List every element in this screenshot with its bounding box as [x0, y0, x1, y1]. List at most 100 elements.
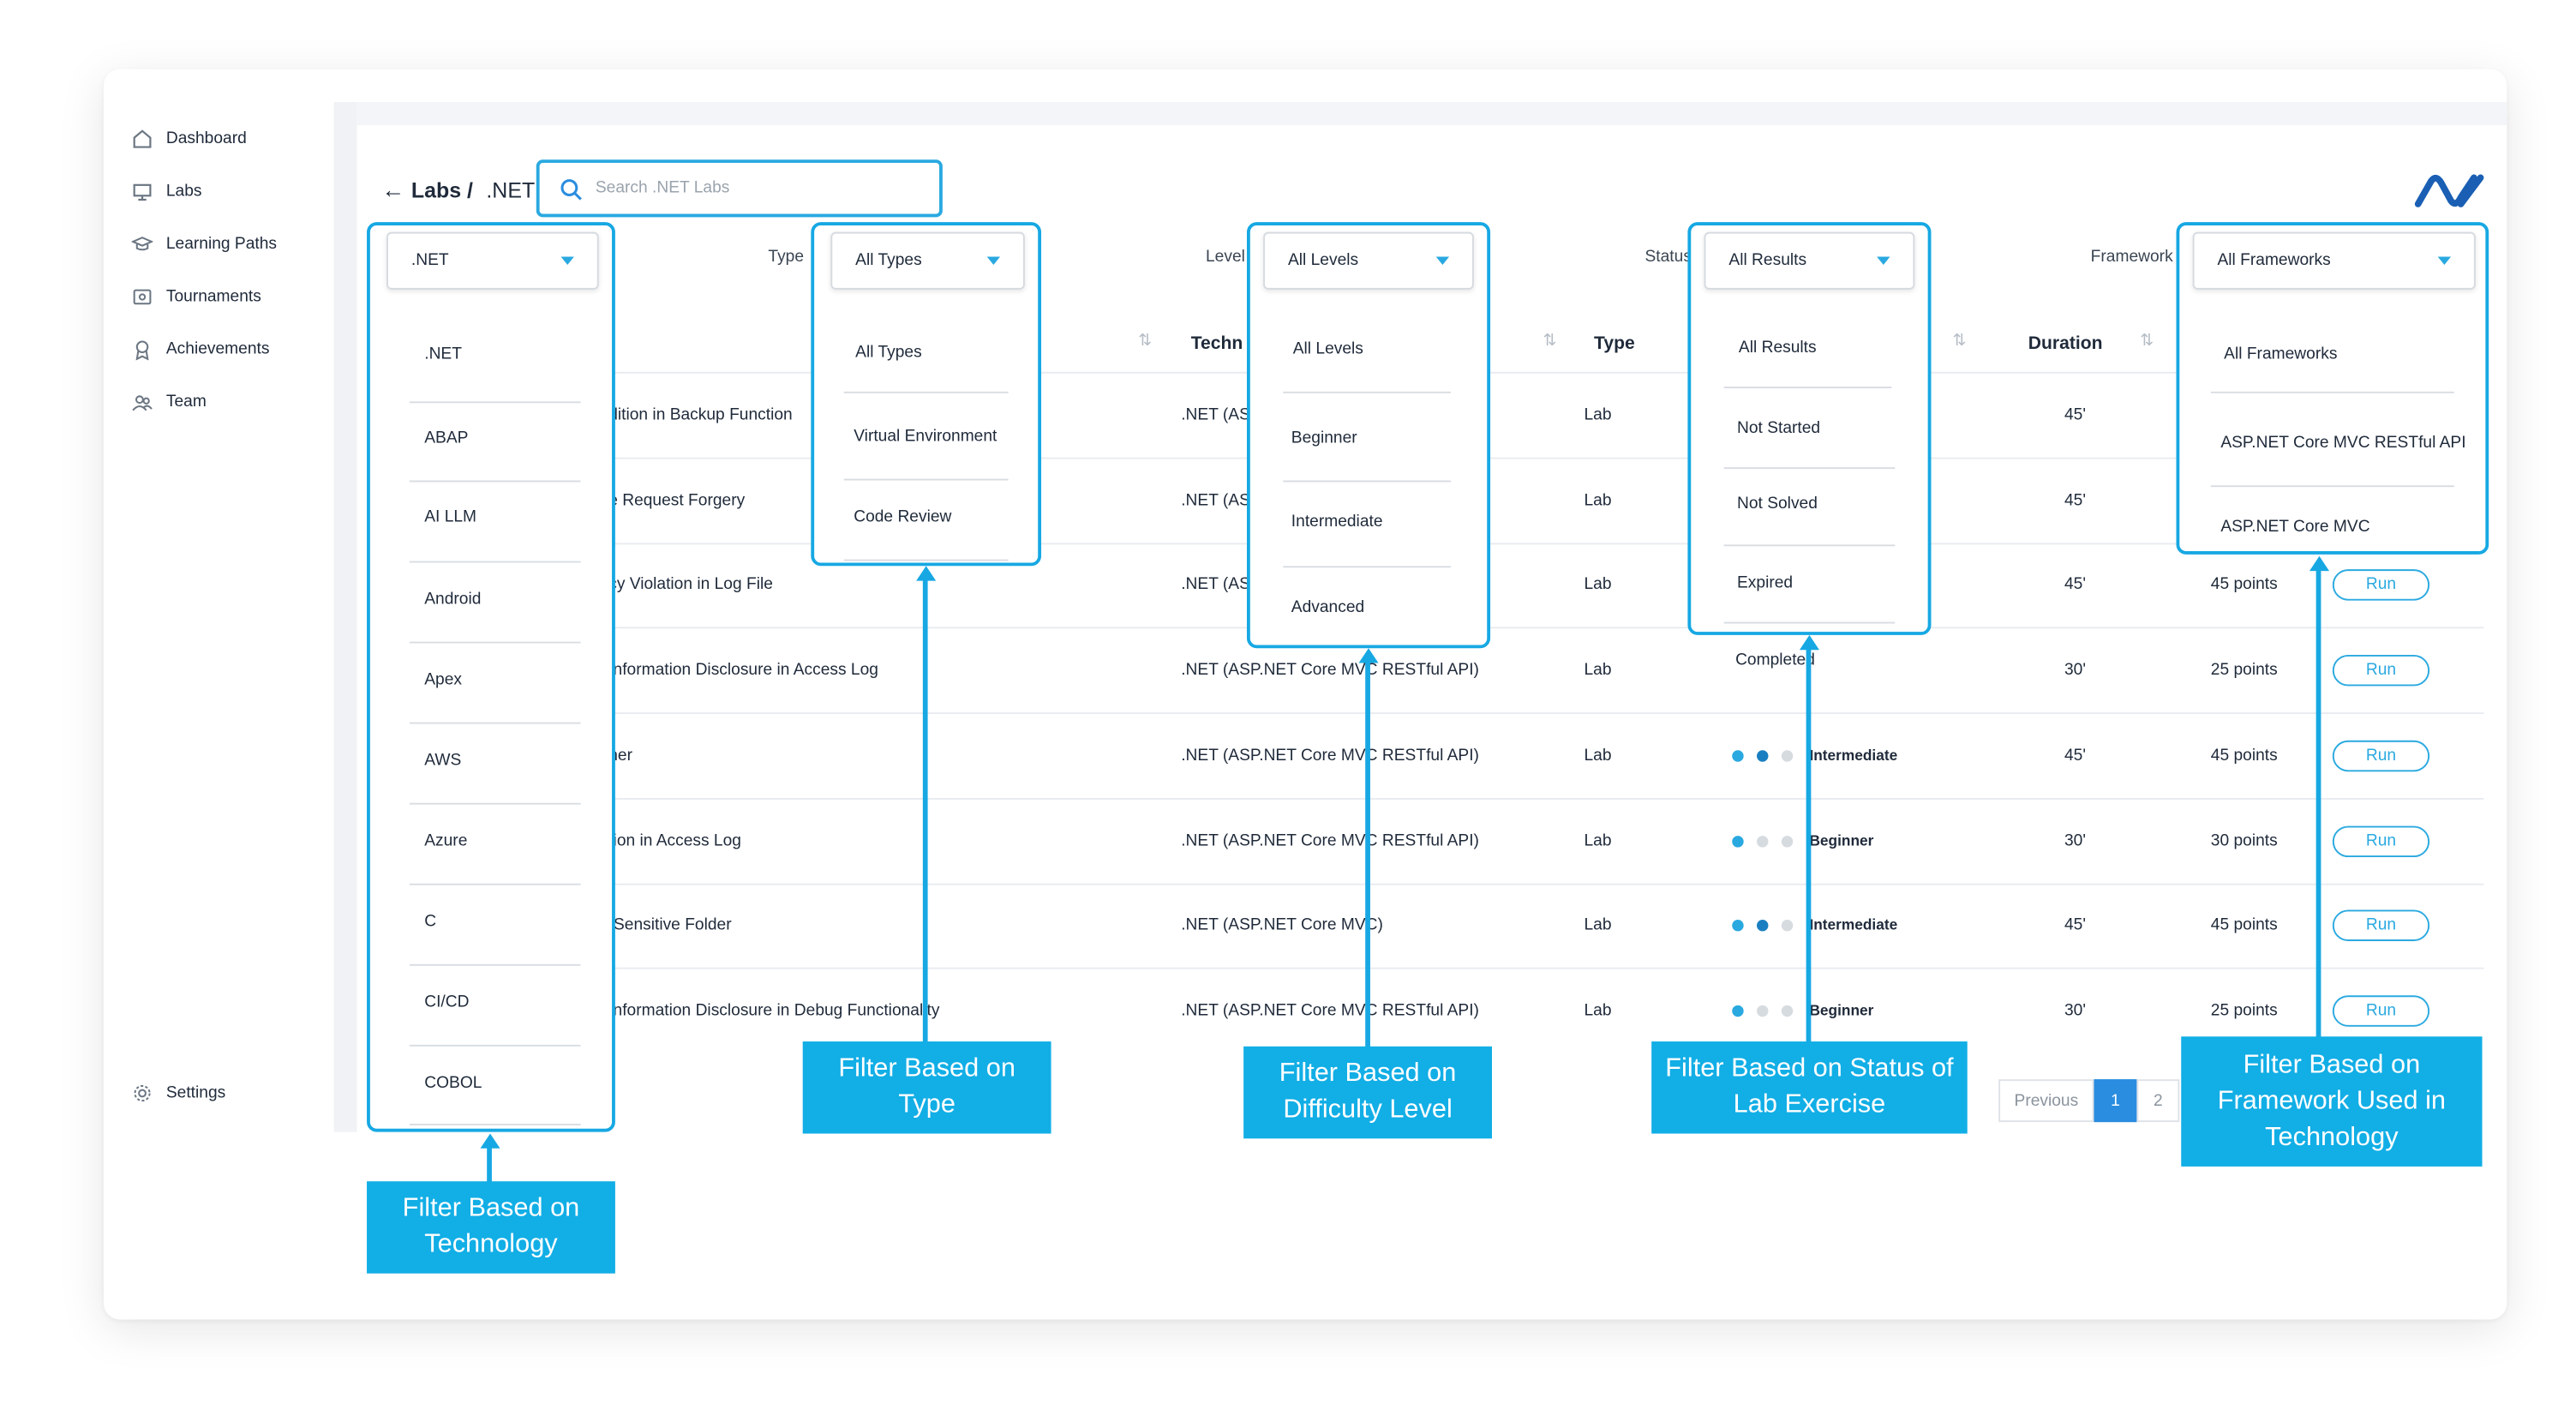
framework-option[interactable]: ASP.NET Core MVC — [2220, 518, 2370, 537]
status-option[interactable]: Not Started — [1736, 419, 1821, 438]
breadcrumb-current: .NET — [486, 177, 536, 202]
sidebar-item-label: Learning Paths — [165, 235, 278, 254]
breadcrumb-labs[interactable]: Labs / — [410, 177, 474, 202]
type-option[interactable]: Virtual Environment — [854, 428, 997, 447]
row-divider — [592, 457, 2484, 459]
technology-option[interactable]: Apex — [424, 671, 462, 690]
table-row-name[interactable]: dition in Backup Function — [608, 406, 793, 425]
sort-icon[interactable]: ⇅ — [1952, 332, 1966, 351]
table-row-name[interactable]: Information Disclosure in Debug Function… — [608, 1001, 940, 1021]
table-row-points: 45 points — [2210, 575, 2278, 594]
technology-option[interactable]: ABAP — [424, 429, 469, 448]
column-header-technology[interactable]: Techn — [1190, 333, 1243, 354]
column-header-duration[interactable]: Duration — [2028, 333, 2103, 354]
main-top-band — [356, 102, 2507, 125]
framework-option[interactable]: ASP.NET Core MVC RESTful API — [2220, 434, 2466, 453]
row-divider — [592, 883, 2484, 885]
table-row-type: Lab — [1584, 747, 1612, 765]
sidebar-item-settings[interactable]: Settings — [132, 1083, 225, 1104]
row-divider — [592, 967, 2484, 969]
table-row-tech: .NET (ASP.NET Core MVC RESTful API) — [1181, 1001, 1479, 1021]
table-row-tech: .NET (ASI — [1181, 491, 1255, 511]
type-option[interactable]: All Types — [855, 344, 922, 363]
level-option[interactable]: Beginner — [1291, 429, 1357, 448]
level-filter-dropdown: All Levels All Levels Beginner Intermedi… — [1246, 222, 1491, 649]
run-button[interactable]: Run — [2332, 569, 2430, 601]
technology-option[interactable]: AWS — [424, 752, 462, 771]
technology-option[interactable]: CI/CD — [424, 993, 470, 1012]
option-divider — [843, 559, 1009, 561]
page-button[interactable]: 2 — [2136, 1079, 2180, 1123]
table-row-name[interactable]: cy Violation in Log File — [608, 575, 773, 594]
status-select[interactable]: All Results — [1704, 231, 1915, 290]
connector-line — [1365, 661, 1370, 1048]
sidebar-item-tournaments[interactable]: Tournaments — [132, 286, 261, 308]
table-row-name[interactable]: Information Disclosure in Access Log — [608, 661, 878, 680]
technology-option[interactable]: AI LLM — [424, 508, 477, 527]
option-divider — [2210, 485, 2454, 488]
table-row-duration: 30' — [2064, 661, 2087, 680]
technology-select[interactable]: .NET — [386, 231, 599, 290]
option-divider — [409, 1044, 581, 1047]
arrow-left-icon[interactable]: ← — [381, 176, 405, 203]
table-row-name[interactable]: e Request Forgery — [608, 491, 746, 511]
sort-icon[interactable]: ⇅ — [1543, 332, 1556, 351]
table-row-tech: .NET (ASP.NET Core MVC RESTful API) — [1181, 832, 1479, 851]
technology-option[interactable]: C — [424, 913, 437, 932]
status-option[interactable]: Not Solved — [1736, 495, 1818, 513]
type-select[interactable]: All Types — [830, 231, 1025, 290]
run-button[interactable]: Run — [2332, 995, 2430, 1027]
table-row-tech: .NET (ASP.NET Core MVC RESTful API) — [1181, 747, 1479, 765]
sidebar-item-team[interactable]: Team — [132, 392, 207, 413]
framework-select[interactable]: All Frameworks — [2192, 231, 2476, 290]
level-option[interactable]: Intermediate — [1291, 513, 1383, 531]
status-filter-label: Status — [1644, 248, 1692, 267]
level-option[interactable]: Advanced — [1291, 598, 1365, 617]
level-select[interactable]: All Levels — [1263, 231, 1474, 290]
status-option[interactable]: All Results — [1738, 339, 1817, 357]
status-option[interactable]: Completed — [1735, 651, 1815, 670]
page-button[interactable]: 1 — [2094, 1079, 2137, 1123]
search-input[interactable]: Search .NET Labs — [536, 159, 943, 218]
technology-option[interactable]: Azure — [424, 832, 468, 851]
run-button[interactable]: Run — [2332, 909, 2430, 941]
pagination: Previous 1 2 — [1998, 1079, 2180, 1123]
technology-option[interactable]: COBOL — [424, 1074, 482, 1093]
sidebar-item-dashboard[interactable]: Dashboard — [132, 129, 247, 150]
run-button[interactable]: Run — [2332, 654, 2430, 687]
previous-page-button[interactable]: Previous — [1998, 1079, 2094, 1123]
run-button[interactable]: Run — [2332, 740, 2430, 772]
table-row-name[interactable]: Sensitive Folder — [613, 916, 732, 935]
framework-option[interactable]: All Frameworks — [2224, 345, 2338, 364]
table-row-duration: 45' — [2064, 916, 2087, 935]
level-selected-value: All Levels — [1287, 251, 1359, 270]
gear-icon — [134, 1084, 151, 1102]
level-dot — [1757, 750, 1769, 762]
sidebar-item-labs[interactable]: Labs — [132, 181, 202, 202]
level-option[interactable]: All Levels — [1292, 340, 1363, 359]
table-row-duration: 45' — [2064, 747, 2087, 765]
sidebar-item-achievements[interactable]: Achievements — [132, 339, 269, 361]
technology-option[interactable]: .NET — [424, 345, 462, 364]
table-row-duration: 45' — [2064, 406, 2087, 425]
option-divider — [409, 883, 581, 885]
search-icon — [560, 178, 582, 200]
sort-icon[interactable]: ⇅ — [2140, 332, 2154, 351]
arrow-up-icon — [480, 1133, 500, 1149]
technology-option[interactable]: Android — [424, 591, 482, 609]
run-button[interactable]: Run — [2332, 825, 2430, 858]
sort-icon[interactable]: ⇅ — [1138, 332, 1152, 351]
table-row-tech: .NET (ASP.NET Core MVC RESTful API) — [1181, 661, 1479, 680]
level-dot — [1757, 836, 1769, 848]
sidebar-item-label: Labs — [165, 183, 202, 201]
sidebar-item-learning-paths[interactable]: Learning Paths — [131, 234, 278, 255]
status-option[interactable]: Expired — [1736, 573, 1794, 593]
table-row-duration: 45' — [2064, 575, 2087, 594]
chevron-down-icon — [2437, 256, 2452, 266]
row-divider — [592, 371, 2484, 374]
type-option[interactable]: Code Review — [854, 508, 952, 527]
row-divider — [592, 797, 2484, 800]
table-row-points: 25 points — [2210, 661, 2278, 680]
table-row-name[interactable]: tion in Access Log — [608, 832, 741, 851]
column-header-type[interactable]: Type — [1593, 333, 1635, 354]
